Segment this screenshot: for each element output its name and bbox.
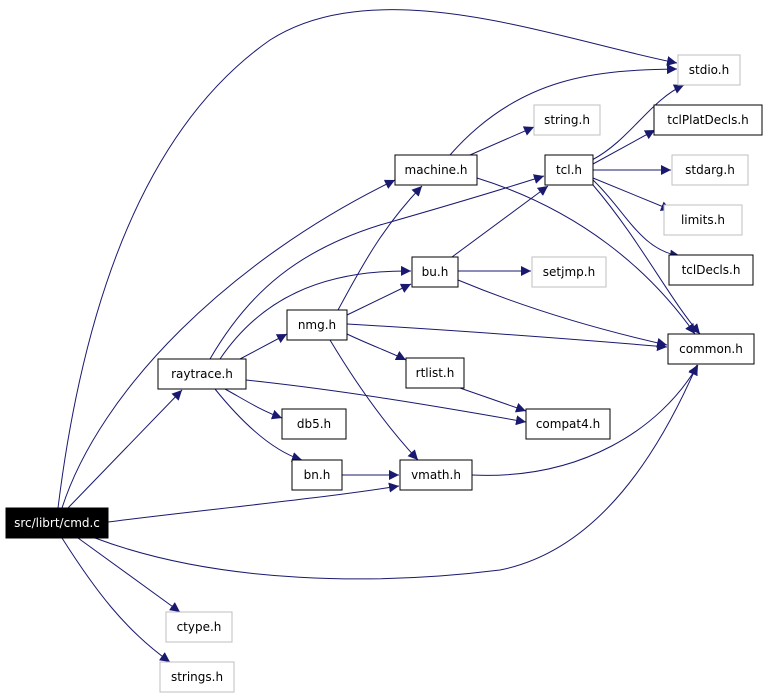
edge-tcl-h-to-tclPlatDecls-h: [592, 129, 656, 165]
node-bn-h[interactable]: bn.h: [291, 459, 343, 491]
edge-raytrace-h-to-bn-h: [214, 388, 303, 462]
node-nmg-h[interactable]: nmg.h: [286, 309, 348, 341]
edge-nmg-h-to-vmath-h: [329, 339, 419, 461]
node-box: [159, 661, 235, 693]
edge-bu-h-to-common-h: [457, 279, 668, 348]
edge-src-librt-cmd-c-to-strings-h: [61, 537, 171, 663]
edge-raytrace-h-to-nmg-h: [239, 333, 288, 360]
node-label: bn.h: [304, 468, 331, 482]
node-box: [394, 154, 478, 186]
node-box: [5, 507, 109, 539]
node-setjmp-h[interactable]: setjmp.h: [531, 256, 607, 288]
node-box: [165, 611, 233, 643]
node-box: [286, 309, 348, 341]
node-box: [281, 408, 347, 440]
edge-machine-h-to-common-h: [476, 177, 696, 335]
node-label: rtlist.h: [416, 366, 455, 380]
node-box: [544, 154, 594, 186]
edge-raytrace-h-to-tcl-h: [209, 174, 545, 360]
node-box: [667, 333, 755, 365]
node-label: tclDecls.h: [682, 263, 741, 277]
node-label: nmg.h: [298, 318, 336, 332]
node-stdarg-h[interactable]: stdarg.h: [671, 154, 749, 186]
edge-nmg-h-to-machine-h: [337, 185, 423, 311]
edge-src-librt-cmd-c-to-machine-h: [61, 179, 396, 509]
node-src-librt-cmd-c[interactable]: src/librt/cmd.c: [5, 507, 109, 539]
node-box: [671, 154, 749, 186]
node-box: [677, 54, 741, 86]
node-db5-h[interactable]: db5.h: [281, 408, 347, 440]
nodes: src/librt/cmd.c stdio.h string.h machine.h t…: [5, 54, 763, 693]
edge-raytrace-h-to-compat4-h: [245, 379, 527, 426]
node-box: [411, 256, 459, 288]
node-label: stdarg.h: [685, 163, 735, 177]
node-box: [405, 357, 465, 389]
node-raytrace-h[interactable]: raytrace.h: [157, 358, 247, 390]
edge-machine-h-to-stdio-h: [449, 64, 678, 156]
node-box: [531, 256, 607, 288]
node-label: tcl.h: [556, 163, 582, 177]
node-box: [399, 459, 473, 491]
node-box: [291, 459, 343, 491]
edge-nmg-h-to-bu-h: [346, 283, 412, 316]
edge-src-librt-cmd-c-to-raytrace-h: [67, 389, 183, 509]
edge-rtlist-h-to-compat4-h: [459, 387, 527, 413]
node-label: tclPlatDecls.h: [667, 113, 749, 127]
node-rtlist-h[interactable]: rtlist.h: [405, 357, 465, 389]
edge-tcl-h-to-stdio-h: [591, 84, 685, 161]
node-box: [668, 254, 754, 286]
edges: [57, 9, 701, 663]
node-label: machine.h: [405, 163, 468, 177]
edge-src-librt-cmd-c-to-vmath-h: [107, 482, 400, 523]
node-label: vmath.h: [411, 468, 461, 482]
edge-vmath-h-to-common-h: [471, 364, 699, 476]
node-vmath-h[interactable]: vmath.h: [399, 459, 473, 491]
node-label: bu.h: [422, 265, 449, 279]
node-ctype-h[interactable]: ctype.h: [165, 611, 233, 643]
node-label: compat4.h: [536, 417, 600, 431]
edge-tcl-h-to-tclDecls-h: [592, 179, 681, 260]
edge-src-librt-cmd-c-to-common-h: [94, 364, 698, 580]
node-strings-h[interactable]: strings.h: [159, 661, 235, 693]
node-tclPlatDecls-h[interactable]: tclPlatDecls.h: [653, 104, 763, 136]
node-label: db5.h: [297, 417, 331, 431]
node-label: ctype.h: [177, 620, 222, 634]
edge-raytrace-h-to-bu-h: [219, 265, 412, 360]
node-label: string.h: [544, 113, 590, 127]
edge-src-librt-cmd-c-to-ctype-h: [77, 537, 181, 613]
edge-nmg-h-to-rtlist-h: [346, 333, 407, 361]
node-string-h[interactable]: string.h: [533, 104, 601, 136]
node-bu-h[interactable]: bu.h: [411, 256, 459, 288]
edge-tcl-h-to-limits-h: [592, 177, 672, 211]
node-compat4-h[interactable]: compat4.h: [525, 408, 611, 440]
node-label: src/librt/cmd.c: [14, 516, 100, 530]
edge-src-librt-cmd-c-to-stdio-h: [57, 9, 678, 509]
node-limits-h[interactable]: limits.h: [663, 204, 743, 236]
node-label: raytrace.h: [171, 367, 233, 381]
node-tcl-h[interactable]: tcl.h: [544, 154, 594, 186]
node-label: limits.h: [681, 213, 725, 227]
node-label: strings.h: [171, 670, 223, 684]
node-box: [533, 104, 601, 136]
edge-tcl-h-to-common-h: [592, 184, 701, 335]
node-common-h[interactable]: common.h: [667, 333, 755, 365]
node-label: stdio.h: [689, 63, 729, 77]
edge-machine-h-to-string-h: [469, 126, 535, 156]
node-label: setjmp.h: [543, 265, 595, 279]
edge-raytrace-h-to-db5-h: [224, 388, 283, 420]
node-label: common.h: [679, 342, 743, 356]
node-box: [157, 358, 247, 390]
node-machine-h[interactable]: machine.h: [394, 154, 478, 186]
node-tclDecls-h[interactable]: tclDecls.h: [668, 254, 754, 286]
node-box: [653, 104, 763, 136]
node-box: [663, 204, 743, 236]
node-stdio-h[interactable]: stdio.h: [677, 54, 741, 86]
edge-bu-h-to-tcl-h: [451, 185, 549, 258]
node-box: [525, 408, 611, 440]
edge-nmg-h-to-common-h: [346, 323, 668, 352]
